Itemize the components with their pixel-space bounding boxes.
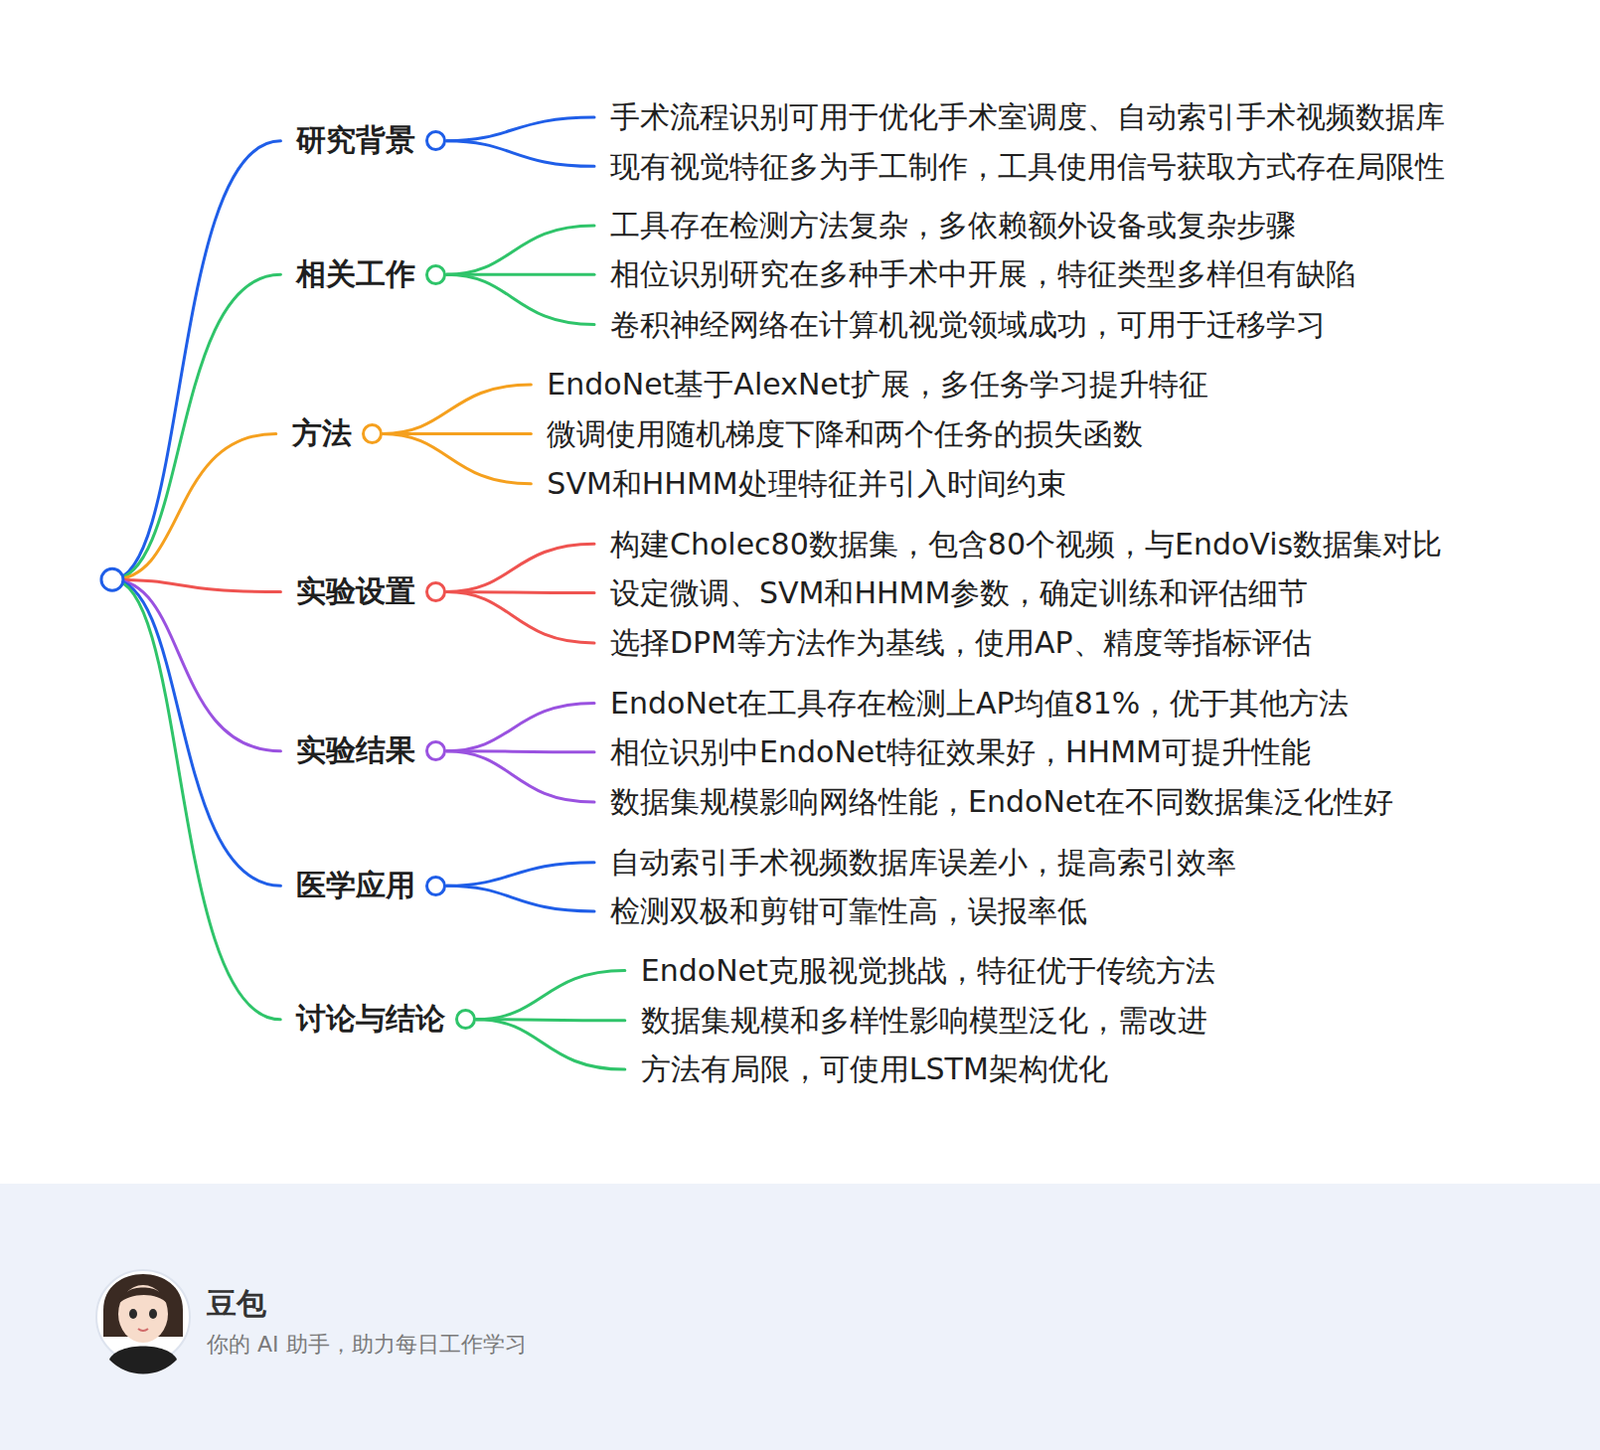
branch-connector xyxy=(446,225,595,275)
branch-title: 方法 xyxy=(292,413,352,455)
leaf-node: 数据集规模影响网络性能，EndoNet在不同数据集泛化性好 xyxy=(610,781,1394,823)
leaf-text: 设定微调、SVM和HHMM参数，确定训练和评估细节 xyxy=(610,575,1308,611)
leaf-node: 自动索引手术视频数据库误差小，提高索引效率 xyxy=(610,841,1237,884)
leaf-node: 选择DPM等方法作为基线，使用AP、精度等指标评估 xyxy=(610,622,1312,664)
brand-name: 豆包 xyxy=(206,1283,267,1325)
leaf-text: 手术流程识别可用于优化手术室调度、自动索引手术视频数据库 xyxy=(610,99,1445,135)
branch-dot xyxy=(455,1008,477,1030)
branch-connector xyxy=(446,543,595,592)
leaf-text: EndoNet在工具存在检测上AP均值81%，优于其他方法 xyxy=(610,685,1349,721)
trunk-line xyxy=(112,433,277,580)
leaf-node: 构建Cholec80数据集，包含80个视频，与EndoVis数据集对比 xyxy=(610,523,1442,566)
branch-title: 实验设置 xyxy=(296,571,416,613)
branch-node: 方法 xyxy=(292,413,383,455)
leaf-text: 工具存在检测方法复杂，多依赖额外设备或复杂步骤 xyxy=(610,207,1296,243)
leaf-text: 微调使用随机梯度下降和两个任务的损失函数 xyxy=(546,416,1143,452)
branch-dot xyxy=(425,581,447,603)
leaf-node: 卷积神经网络在计算机视觉领域成功，可用于迁移学习 xyxy=(610,304,1326,346)
branch-connector xyxy=(446,751,595,802)
branch-title: 医学应用 xyxy=(296,865,416,907)
leaf-text: 自动索引手术视频数据库误差小，提高索引效率 xyxy=(610,844,1237,880)
branch-connector xyxy=(446,702,595,751)
branch-dot xyxy=(425,740,447,762)
leaf-text: 选择DPM等方法作为基线，使用AP、精度等指标评估 xyxy=(610,625,1312,660)
branch-connector xyxy=(476,969,626,1019)
branch-title: 实验结果 xyxy=(296,730,416,772)
branch-dot xyxy=(425,130,447,152)
branch-dot xyxy=(425,875,447,897)
branch-title: 讨论与结论 xyxy=(296,998,446,1040)
leaf-node: 数据集规模和多样性影响模型泛化，需改进 xyxy=(640,999,1208,1042)
leaf-node: 微调使用随机梯度下降和两个任务的损失函数 xyxy=(546,413,1143,456)
leaf-text: 相位识别研究在多种手术中开展，特征类型多样但有缺陷 xyxy=(610,256,1356,292)
branch-connector xyxy=(382,433,532,483)
leaf-text: SVM和HHMM处理特征并引入时间约束 xyxy=(546,466,1066,501)
trunk-line xyxy=(112,579,281,886)
branch-node: 实验结果 xyxy=(296,730,447,772)
root-circle xyxy=(101,568,124,591)
avatar-icon xyxy=(96,1270,190,1375)
trunk-line xyxy=(112,579,281,751)
leaf-text: 构建Cholec80数据集，包含80个视频，与EndoVis数据集对比 xyxy=(610,526,1442,562)
brand-tagline: 你的 AI 助手，助力每日工作学习 xyxy=(206,1329,527,1360)
branch-connector xyxy=(446,862,595,887)
leaf-node: 现有视觉特征多为手工制作，工具使用信号获取方式存在局限性 xyxy=(610,146,1445,188)
branch-node: 讨论与结论 xyxy=(296,998,477,1040)
branch-connector xyxy=(446,117,595,142)
leaf-text: EndoNet基于AlexNet扩展，多任务学习提升特征 xyxy=(546,366,1208,402)
leaf-text: 方法有局限，可使用LSTM架构优化 xyxy=(640,1051,1109,1087)
branch-connector xyxy=(382,384,532,434)
trunk-line xyxy=(112,579,281,1020)
trunk-line xyxy=(112,579,281,592)
leaf-text: 数据集规模和多样性影响模型泛化，需改进 xyxy=(640,1002,1208,1038)
leaf-text: 相位识别中EndoNet特征效果好，HHMM可提升性能 xyxy=(610,734,1311,770)
leaf-text: 检测双极和剪钳可靠性高，误报率低 xyxy=(610,893,1088,929)
branch-node: 医学应用 xyxy=(296,865,447,907)
leaf-node: 相位识别中EndoNet特征效果好，HHMM可提升性能 xyxy=(610,731,1311,774)
branch-title: 相关工作 xyxy=(296,254,416,296)
leaf-node: EndoNet在工具存在检测上AP均值81%，优于其他方法 xyxy=(610,682,1349,725)
branch-connector xyxy=(446,141,595,167)
leaf-text: EndoNet克服视觉挑战，特征优于传统方法 xyxy=(640,953,1216,988)
trunk-line xyxy=(112,141,281,581)
branch-title: 研究背景 xyxy=(296,120,416,161)
leaf-node: EndoNet基于AlexNet扩展，多任务学习提升特征 xyxy=(546,363,1208,406)
leaf-node: SVM和HHMM处理特征并引入时间约束 xyxy=(546,463,1066,505)
branch-connector xyxy=(476,1019,626,1070)
branch-node: 实验设置 xyxy=(296,571,447,613)
leaf-node: 相位识别研究在多种手术中开展，特征类型多样但有缺陷 xyxy=(610,253,1356,296)
leaf-text: 现有视觉特征多为手工制作，工具使用信号获取方式存在局限性 xyxy=(610,149,1445,184)
leaf-text: 卷积神经网络在计算机视觉领域成功，可用于迁移学习 xyxy=(610,307,1326,342)
branch-connector xyxy=(446,885,595,912)
branch-connector xyxy=(446,274,595,324)
leaf-node: 方法有局限，可使用LSTM架构优化 xyxy=(640,1048,1109,1091)
leaf-node: 工具存在检测方法复杂，多依赖额外设备或复杂步骤 xyxy=(610,204,1296,247)
branch-dot xyxy=(361,423,383,445)
leaf-node: 手术流程识别可用于优化手术室调度、自动索引手术视频数据库 xyxy=(610,96,1445,139)
branch-node: 相关工作 xyxy=(296,254,447,296)
leaf-text: 数据集规模影响网络性能，EndoNet在不同数据集泛化性好 xyxy=(610,784,1394,819)
leaf-node: 检测双极和剪钳可靠性高，误报率低 xyxy=(610,890,1088,933)
leaf-node: EndoNet克服视觉挑战，特征优于传统方法 xyxy=(640,950,1216,992)
branch-dot xyxy=(425,264,447,286)
leaf-node: 设定微调、SVM和HHMM参数，确定训练和评估细节 xyxy=(610,572,1308,615)
branch-node: 研究背景 xyxy=(296,120,447,161)
trunk-line xyxy=(112,274,281,580)
branch-connector xyxy=(446,592,595,643)
